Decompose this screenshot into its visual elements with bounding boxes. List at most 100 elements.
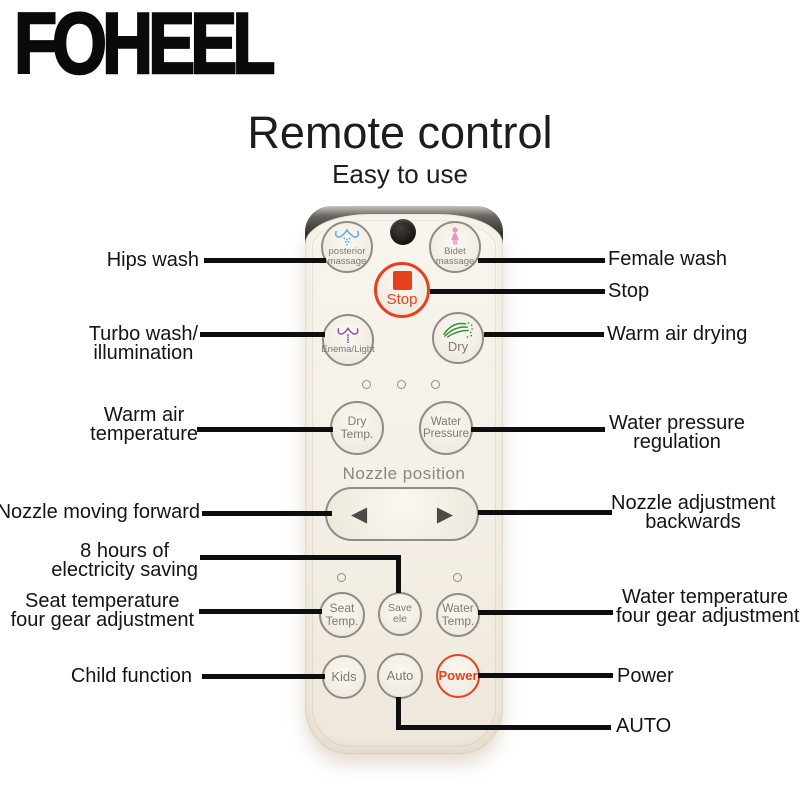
nozzle-position-label: Nozzle position xyxy=(342,464,466,483)
button-label: Dry xyxy=(447,339,469,355)
dry-temp-button[interactable]: Dry Temp. xyxy=(330,401,384,455)
callout-label-electricity-saving: 8 hours of electricity saving xyxy=(51,540,198,581)
label-line: Turbo wash/ xyxy=(88,323,198,345)
save-ele-button[interactable]: Save ele xyxy=(378,592,422,636)
callout-line-stop xyxy=(430,289,605,294)
callout-label-stop: Stop xyxy=(608,280,650,302)
button-label: Temp. xyxy=(340,427,374,441)
callout-label-hips-wash: Hips wash xyxy=(106,249,199,271)
callout-line-warm-air-temperature xyxy=(197,427,333,432)
callout-line-seat-temperature xyxy=(199,609,322,614)
indicator-dot xyxy=(362,380,371,389)
callout-label-turbo-wash-illumination: Turbo wash/ illumination xyxy=(88,323,198,364)
callout-label-water-pressure-regulation: Water pressure regulation xyxy=(607,412,747,453)
callout-line-water-pressure xyxy=(471,427,605,432)
seat-temp-button[interactable]: Seat Temp. xyxy=(319,592,365,638)
callout-label-seat-temperature: Seat temperature four gear adjustment xyxy=(10,590,194,631)
label-line: backwards xyxy=(645,511,741,533)
label-line: Nozzle moving forward xyxy=(0,501,200,523)
button-label: Enema/Light xyxy=(321,343,375,355)
callout-label-warm-air-temperature: Warm air temperature xyxy=(90,404,198,445)
hips-dots-icon xyxy=(337,327,359,343)
callout-label-nozzle-moving-forward: Nozzle moving forward xyxy=(0,501,200,523)
label-line: regulation xyxy=(633,431,721,453)
callout-label-power: Power xyxy=(617,665,674,687)
button-label: massage xyxy=(327,256,367,267)
callout-label-nozzle-adjustment-backwards: Nozzle adjustment backwards xyxy=(611,492,776,533)
label-line: Seat temperature xyxy=(25,590,180,612)
stop-button[interactable]: Stop xyxy=(374,262,430,318)
label-line: Water temperature xyxy=(622,586,788,608)
callout-line-child-function xyxy=(202,674,325,679)
label-line: illumination xyxy=(93,342,194,364)
button-label: Seat xyxy=(329,601,355,616)
label-line: electricity saving xyxy=(51,559,198,581)
callout-line-warm-air-drying xyxy=(484,332,604,337)
label-line: AUTO xyxy=(616,715,672,737)
button-label: Kids xyxy=(331,668,357,684)
nozzle-position-pad: ◀ ▶ xyxy=(325,487,479,541)
water-pressure-button[interactable]: Water Pressure xyxy=(419,401,473,455)
callout-line-auto xyxy=(396,725,611,730)
ir-window xyxy=(390,219,416,245)
button-label: Auto xyxy=(386,667,414,683)
button-label: Temp. xyxy=(325,614,359,628)
button-label: Stop xyxy=(386,291,418,309)
indicator-dot xyxy=(431,380,440,389)
callout-line-electricity-saving xyxy=(200,555,400,560)
hips-spray-icon xyxy=(335,228,359,246)
stop-square-icon xyxy=(392,271,412,291)
label-line: four gear adjustment xyxy=(616,605,800,627)
button-label: Save ele xyxy=(388,601,412,625)
button-label: Pressure xyxy=(422,428,470,440)
label-line: Female wash xyxy=(608,248,727,270)
callout-label-child-function: Child function xyxy=(70,665,192,687)
callout-label-warm-air-drying: Warm air drying xyxy=(607,323,748,345)
callout-label-auto: AUTO xyxy=(616,715,672,737)
callout-line-hips-wash xyxy=(204,258,326,263)
page-title: Remote control xyxy=(247,107,553,158)
power-button[interactable]: Power xyxy=(436,654,480,698)
button-label: Water xyxy=(442,601,474,616)
label-line: temperature xyxy=(90,423,198,445)
callout-line-water-temperature xyxy=(478,610,613,615)
female-figure-icon xyxy=(451,226,459,245)
nozzle-left-button[interactable]: ◀ xyxy=(351,502,368,526)
indicator-dot xyxy=(453,573,462,582)
label-line: Warm air drying xyxy=(607,323,748,345)
water-temp-button[interactable]: Water Temp. xyxy=(436,593,480,637)
button-label: Dry xyxy=(347,414,367,429)
callout-label-water-temperature: Water temperature four gear adjustment xyxy=(616,586,800,627)
label-line: Child function xyxy=(70,665,192,687)
button-label: Temp. xyxy=(441,614,475,628)
auto-button[interactable]: Auto xyxy=(377,653,423,699)
nozzle-right-button[interactable]: ▶ xyxy=(436,502,453,526)
button-label: Power xyxy=(438,667,478,683)
posterior-massage-button[interactable]: posterior massage xyxy=(321,221,373,273)
bidet-massage-button[interactable]: Bidet massage xyxy=(429,221,481,273)
label-line: Nozzle adjustment xyxy=(611,492,776,514)
button-label: massage xyxy=(435,256,475,267)
dry-button[interactable]: Dry xyxy=(432,312,484,364)
label-line: Hips wash xyxy=(106,249,199,271)
label-line: Warm air xyxy=(103,404,185,426)
callout-line-female-wash xyxy=(478,258,605,263)
callout-line-power xyxy=(478,673,613,678)
indicator-lights xyxy=(362,380,440,389)
label-line: Power xyxy=(617,665,674,687)
label-line: four gear adjustment xyxy=(10,609,194,631)
callout-label-female-wash: Female wash xyxy=(608,248,727,270)
callout-line-nozzle-backwards xyxy=(478,510,612,515)
button-label: Water xyxy=(430,415,462,428)
label-line: Water pressure xyxy=(609,412,745,434)
enema-light-button[interactable]: Enema/Light xyxy=(321,314,375,366)
kids-button[interactable]: Kids xyxy=(322,655,366,699)
button-label: posterior xyxy=(328,245,366,257)
indicator-dot xyxy=(337,573,346,582)
label-line: 8 hours of xyxy=(80,540,170,562)
callout-line-nozzle-forward xyxy=(202,511,332,516)
label-line: Stop xyxy=(608,280,650,302)
callout-line-electricity-saving-drop xyxy=(396,555,401,593)
button-label: Bidet xyxy=(444,245,466,257)
